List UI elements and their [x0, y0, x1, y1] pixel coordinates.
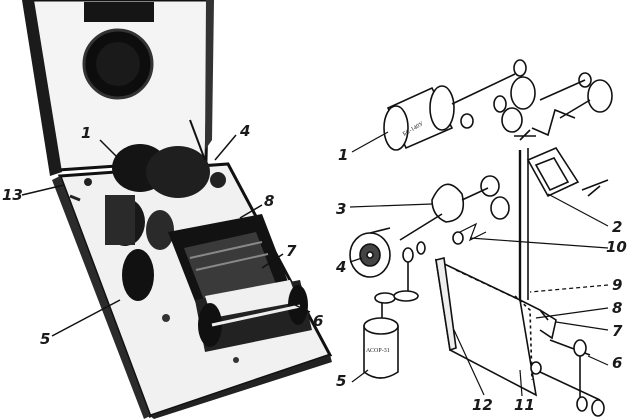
left-callout-4: 4 [239, 122, 250, 140]
base-plate [434, 257, 557, 397]
right-callout-10: 10 [606, 238, 627, 256]
right-callout-4: 4 [335, 258, 346, 276]
right-callout-12: 12 [472, 396, 493, 414]
right-callout-11: 11 [514, 396, 535, 414]
battery [383, 73, 516, 151]
right-callout-6: 6 [612, 354, 622, 372]
left-callout-1: 1 [81, 124, 91, 142]
rollers [530, 339, 605, 417]
left-callout-8: 8 [264, 192, 274, 210]
right-callout-1: 1 [338, 146, 348, 164]
right-callout-9: 9 [612, 276, 622, 294]
right-callout-3: 3 [336, 200, 346, 218]
left-callout-7: 7 [286, 242, 297, 260]
left-callout-6: 6 [313, 312, 323, 330]
disc-part [399, 175, 510, 241]
right-callout-5: 5 [336, 372, 346, 390]
right-callout-8: 8 [612, 299, 622, 317]
device-photo [22, 0, 333, 419]
exploded-schematic [349, 59, 613, 417]
right-callout-7: 7 [612, 322, 623, 340]
left-leader-lines [21, 134, 311, 337]
right-callout-2: 2 [612, 218, 622, 236]
frame-bracket [514, 129, 609, 300]
toothed-wheel [349, 227, 391, 278]
right-leader-lines [349, 131, 609, 397]
coil-part [363, 241, 426, 379]
left-callout-13: 13 [2, 186, 23, 204]
coil-label: АСОР-31 [366, 348, 390, 354]
left-callout-5: 5 [40, 330, 50, 348]
